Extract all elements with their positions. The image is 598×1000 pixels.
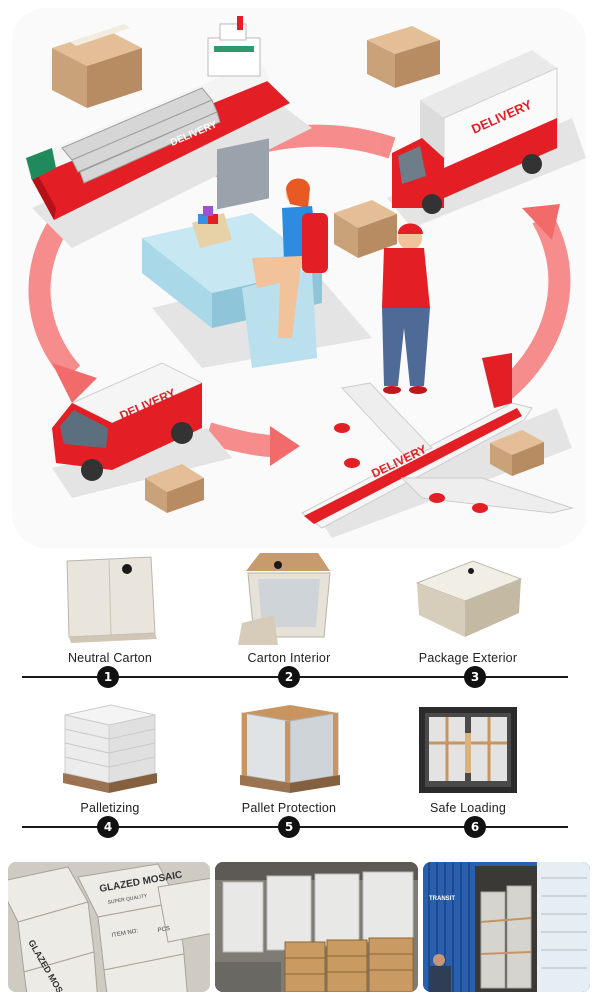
step-safe-loading: Safe Loading <box>378 703 558 817</box>
step-label: Pallet Protection <box>241 801 337 815</box>
step-number-badge: 1 <box>97 666 119 688</box>
carton-top-right <box>367 26 440 88</box>
step-label: Carton Interior <box>247 651 331 665</box>
step-label: Neutral Carton <box>67 651 153 665</box>
carton-pcs-text: PCS <box>157 926 170 934</box>
carton-stack-photo: GLAZED MOSAIC SUPER QUALITY ITEM NO: PCS… <box>8 862 210 992</box>
carton-right <box>490 430 544 476</box>
carton-item-text: ITEM NO: <box>111 928 139 939</box>
pallet-protection-photo <box>234 703 344 795</box>
delivery-truck: DELIVERY <box>392 50 558 214</box>
office-worker <box>252 178 328 338</box>
container-loading-photo: TRANSIT <box>423 862 590 992</box>
packaging-steps-row-1: Neutral Carton Carton Interior Package E… <box>0 553 598 688</box>
delivery-van: DELIVERY <box>52 362 204 481</box>
palletizing-photo <box>55 703 165 795</box>
carton-interior-photo <box>234 553 344 645</box>
step-label: Palletizing <box>80 801 140 815</box>
packaging-steps-row-2: Palletizing Pallet Protection <box>0 703 598 838</box>
step-package-exterior: Package Exterior <box>378 553 558 667</box>
step-neutral-carton: Neutral Carton <box>20 553 200 667</box>
step-number-badge: 6 <box>464 816 486 838</box>
step-number-badge: 4 <box>97 816 119 838</box>
carton-bottom-left <box>145 464 204 513</box>
container-brand-text: TRANSIT <box>429 896 455 902</box>
logistics-cycle-graphic: DELIVERY DELIVERY <box>26 16 586 538</box>
step-carton-interior: Carton Interior <box>199 553 379 667</box>
step-number-badge: 3 <box>464 666 486 688</box>
courier <box>334 200 430 394</box>
step-number-badge: 2 <box>278 666 300 688</box>
step-number-badge: 5 <box>278 816 300 838</box>
logistics-illustration: DELIVERY DELIVERY <box>12 8 586 548</box>
package-exterior-photo <box>413 553 523 645</box>
airplane: DELIVERY <box>301 353 574 529</box>
step-palletizing: Palletizing <box>20 703 200 817</box>
step-pallet-protection: Pallet Protection <box>199 703 379 817</box>
step-label: Package Exterior <box>418 651 518 665</box>
warehouse-photos: GLAZED MOSAIC SUPER QUALITY ITEM NO: PCS… <box>8 862 590 992</box>
carton-top-left <box>52 24 142 108</box>
safe-loading-photo <box>413 703 523 795</box>
warehouse-pallets-photo <box>215 862 418 992</box>
cargo-ship: DELIVERY <box>26 16 290 220</box>
step-label: Safe Loading <box>429 801 507 815</box>
neutral-carton-photo <box>55 553 165 645</box>
